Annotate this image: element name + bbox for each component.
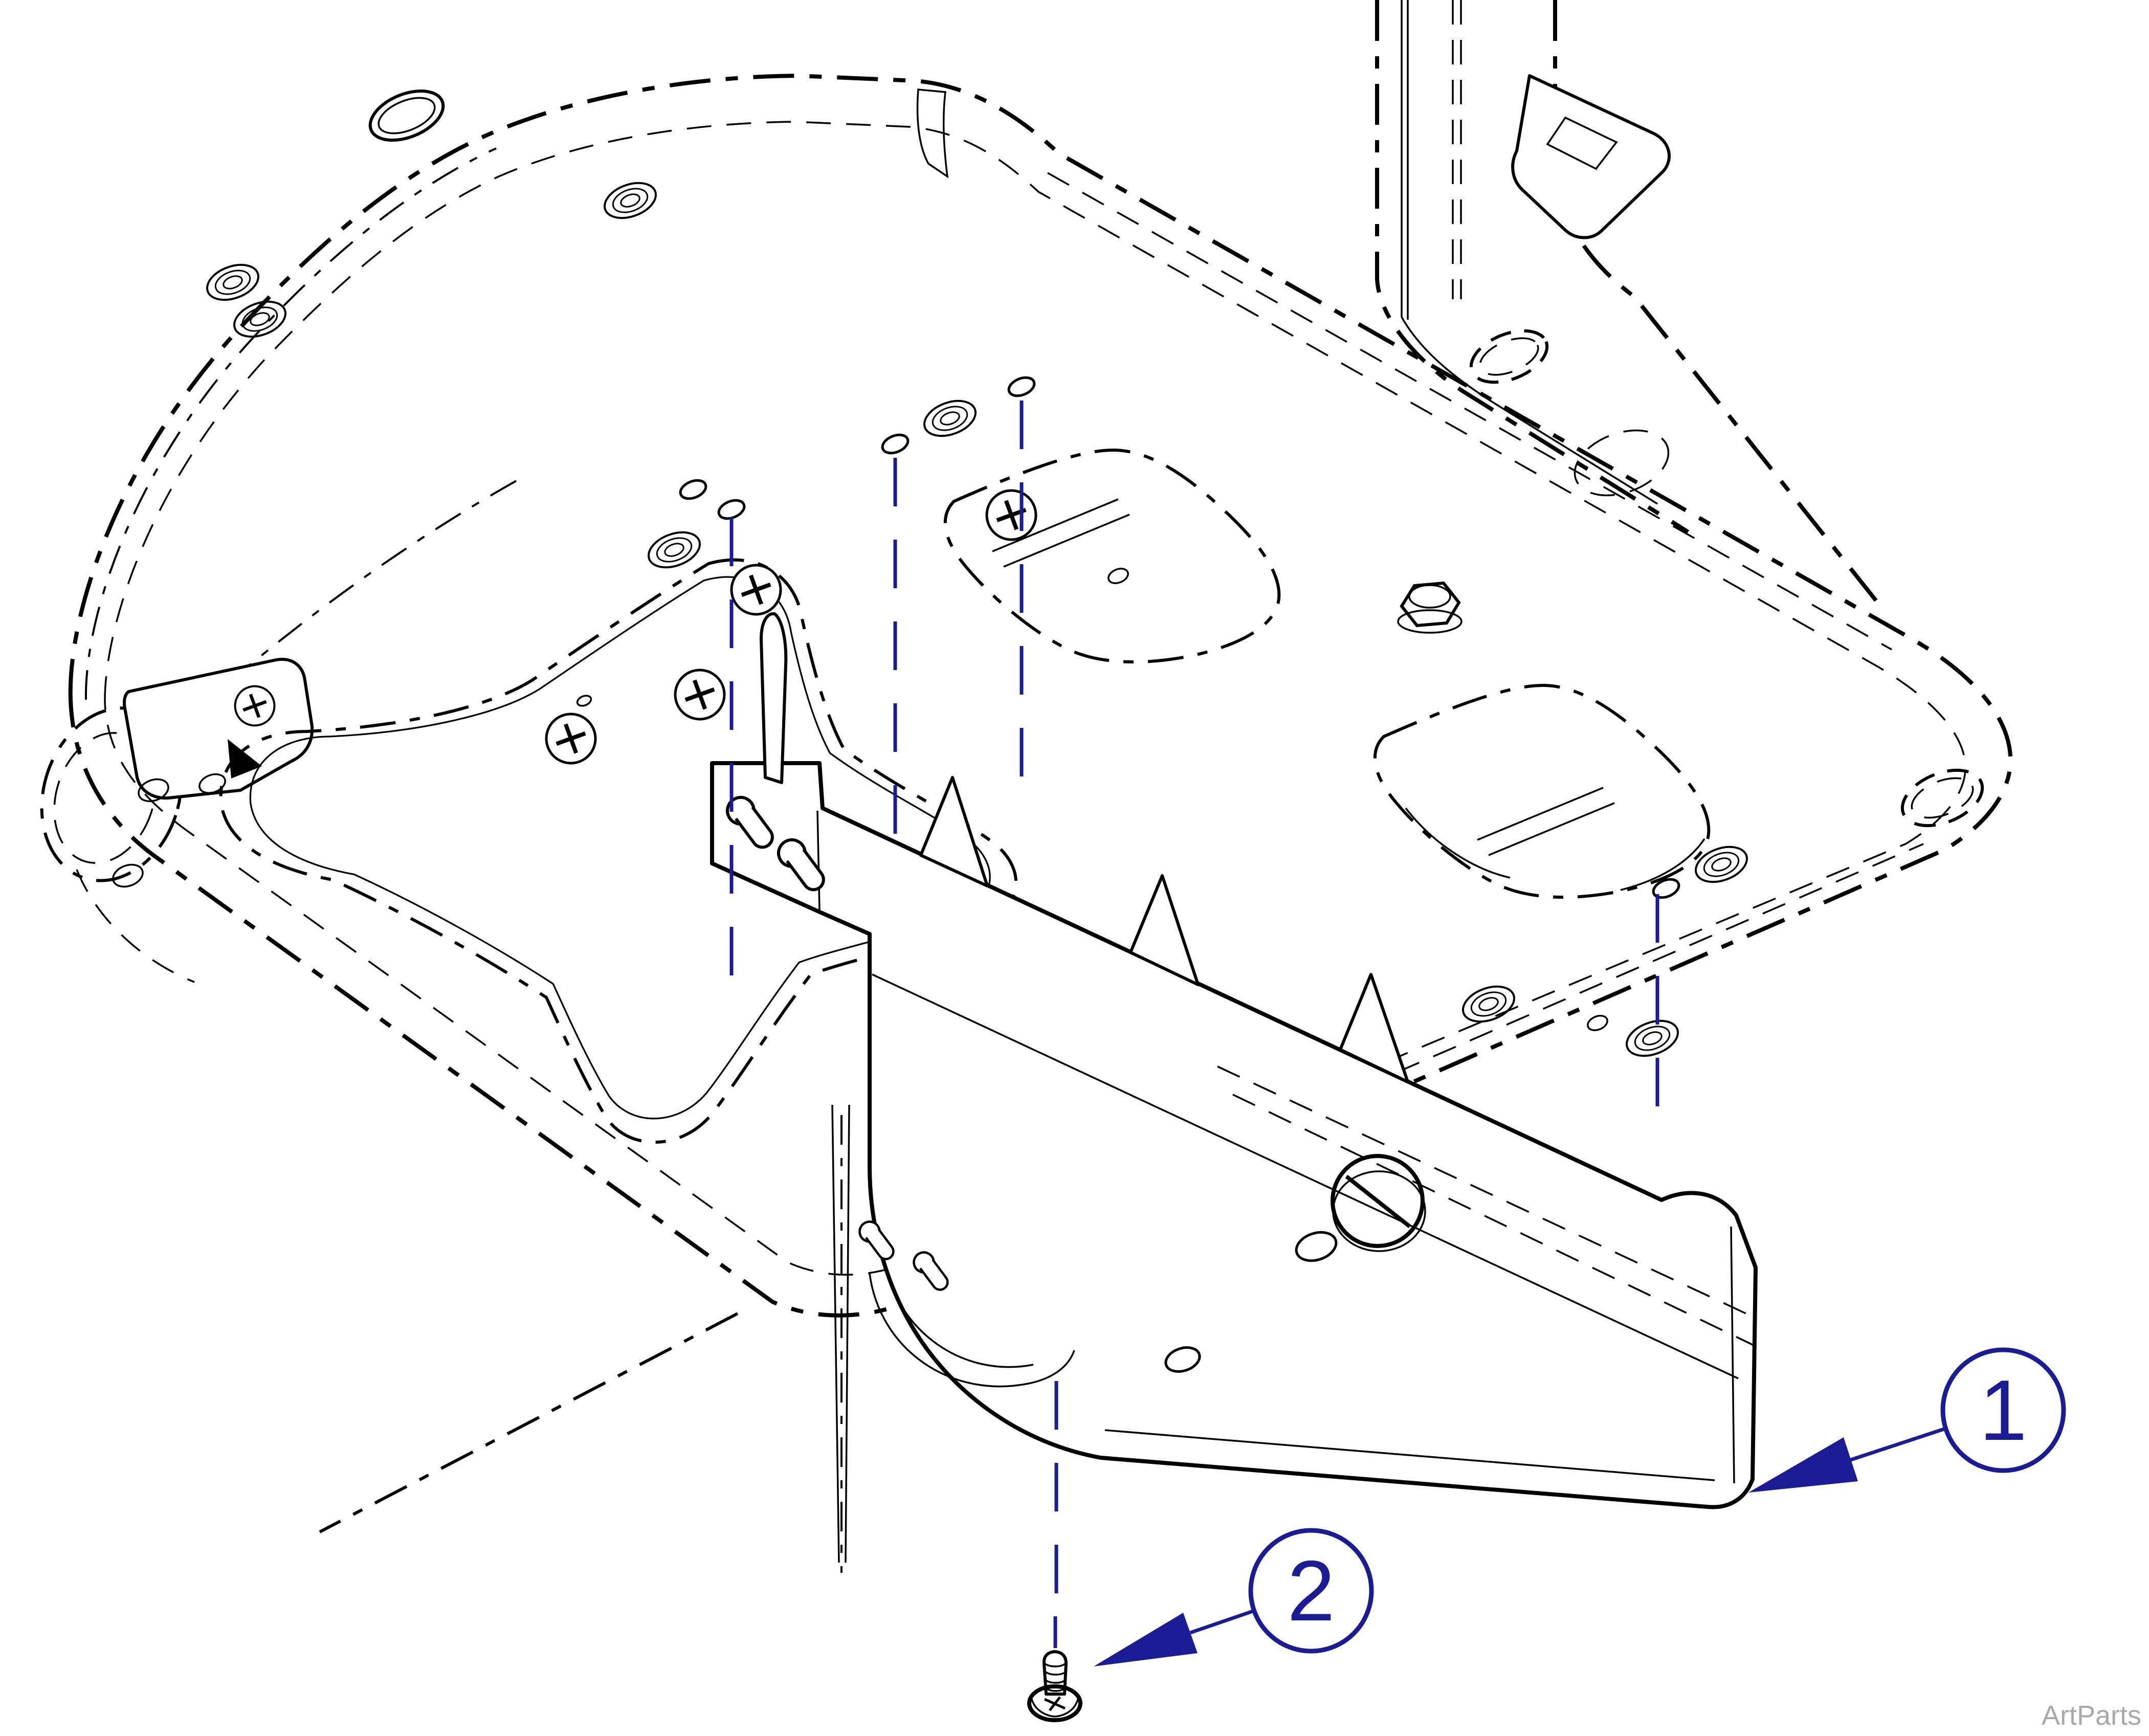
plate-oval-hole-topright: [1469, 329, 1549, 384]
plate-oval-hole-topleft: [368, 89, 445, 142]
column-boss: [1574, 429, 1670, 497]
artparts-watermark: ArtParts: [2042, 1700, 2141, 1731]
callout-2-number: 2: [1287, 1543, 1335, 1639]
plate-topright-detail-line: [1047, 172, 1892, 651]
bracket-fin: [1129, 874, 1200, 986]
hex-bolt: [1397, 581, 1463, 634]
callout-2-arrowhead: [1094, 1613, 1198, 1666]
screw-hole: [881, 433, 910, 455]
screw-part2: [1027, 1650, 1082, 1722]
washer: [201, 257, 264, 307]
slotted-screw: [1331, 1154, 1426, 1252]
pedestal-post: [319, 1104, 1075, 1573]
plate-pocket-lower: [1373, 683, 1711, 899]
washer: [643, 525, 706, 575]
column-bracket: [1511, 74, 1671, 239]
support-column: [1375, 0, 1885, 610]
mounting-bracket-part1: [710, 612, 1758, 1509]
washer: [1457, 979, 1520, 1029]
phillips-screw: [668, 663, 731, 726]
phillips-screw: [980, 483, 1043, 546]
plate-oval-hole-right: [1900, 768, 1984, 828]
callout-2-leader: [1189, 1609, 1255, 1635]
screw-hole: [1652, 878, 1680, 899]
bracket-fin: [919, 776, 989, 887]
pin-hole: [576, 695, 592, 707]
callout-1-circle: [1940, 1347, 2066, 1473]
washer: [228, 294, 292, 344]
bracket-hole: [1164, 1346, 1201, 1373]
screw-hole: [717, 499, 746, 520]
plate-inner-rim: [104, 121, 1966, 1276]
bracket-blade: [760, 612, 788, 784]
bracket-fin: [1339, 973, 1409, 1083]
left-pivot-hub: [40, 477, 522, 983]
screw-hole: [1007, 376, 1036, 397]
callout-2: 2: [1094, 1528, 1374, 1666]
x-mount-plate: [219, 558, 1018, 1144]
bracket-outline: [710, 761, 1758, 1509]
plate-corner-tab: [916, 88, 949, 179]
plate-topleft-detail-line: [84, 147, 497, 700]
screw-hole: [679, 479, 707, 500]
phillips-screw: [724, 558, 787, 621]
bracket-hole: [1295, 1231, 1338, 1262]
washer: [918, 393, 982, 443]
callout-1: 1: [1748, 1347, 2066, 1493]
washer: [599, 175, 662, 226]
alignment-centerlines: [729, 400, 1659, 1648]
hub-mount-plate: [112, 658, 314, 888]
screw-shank: [1042, 1650, 1068, 1696]
phillips-recess: [1044, 1696, 1066, 1711]
callout-1-arrowhead: [1748, 1437, 1858, 1493]
plate-pocket-upper: [943, 448, 1281, 664]
washer: [1621, 1013, 1684, 1063]
screw-head: [1027, 1684, 1082, 1722]
callout-2-circle: [1248, 1528, 1374, 1654]
washer: [1690, 839, 1753, 889]
plate-outer-edge: [68, 74, 2013, 1318]
screw-hole: [1587, 1015, 1608, 1031]
phillips-screw: [539, 707, 602, 770]
callout-1-leader: [1848, 1426, 1948, 1462]
callout-1-number: 1: [1979, 1362, 2027, 1458]
